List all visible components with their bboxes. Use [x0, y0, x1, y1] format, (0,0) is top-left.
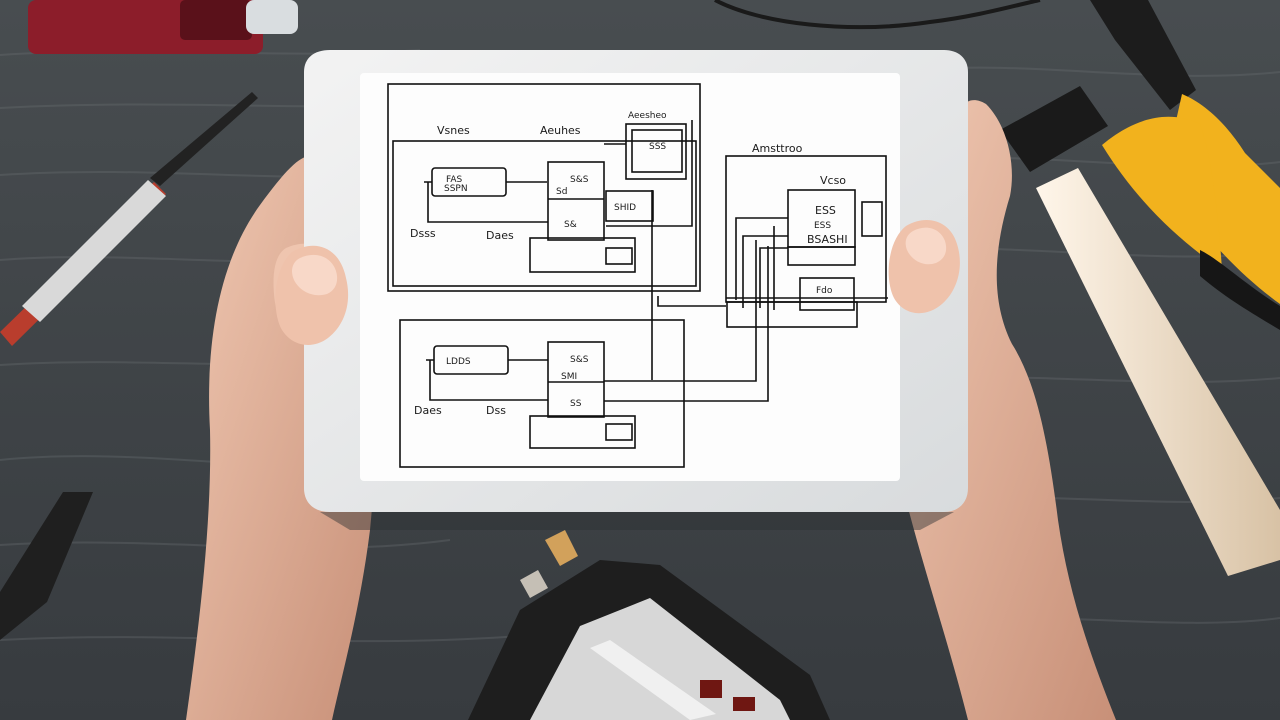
diagram-label-center-top-a: S&S [570, 175, 589, 185]
diagram-label-right-module-a: ESS [815, 204, 836, 217]
diagram-label-left-d1: Dsss [410, 227, 436, 240]
pliers [1090, 0, 1280, 330]
wiring-diagram [387, 83, 888, 468]
tablet-screen [360, 73, 900, 481]
screwdriver [0, 92, 258, 346]
diagram-label-right-module-b: ESS [814, 221, 831, 231]
diagram-label-left-d2: Daes [486, 229, 514, 242]
diagram-label-center-top-b: Sd [556, 187, 567, 197]
tablet-device [304, 50, 968, 512]
diagram-label-center-top-right: SSS [649, 142, 666, 152]
diagram-labels: Vsnes Aeuhes Aeesheo Amsttroo Vcso Dsss … [410, 111, 848, 417]
right-thumb [888, 220, 960, 314]
red-power-tool [28, 0, 298, 54]
diagram-label-top-right-small: Aeesheo [628, 111, 667, 121]
diagram-label-center-mid: S& [564, 220, 577, 230]
diagram-label-top-left-b: Aeuhes [540, 124, 581, 137]
diagram-label-center-mid-right: SHID [614, 203, 636, 213]
diagram-label-right-box-title: Vcso [820, 174, 846, 187]
diagram-label-left-module-bottom: SSPN [444, 184, 468, 194]
diagram-label-bottom-d1: Daes [414, 404, 442, 417]
diagram-label-bottom-center-c: SS [570, 399, 582, 409]
diagram-label-top-left-a: Vsnes [437, 124, 470, 137]
hammer [1000, 86, 1280, 576]
diagram-label-bottom-center-b: SMI [561, 372, 577, 382]
left-thumb [275, 245, 349, 345]
diagram-label-bottom-module: LDDS [446, 357, 471, 367]
cable [714, 0, 1041, 30]
diagram-label-right-title: Amsttroo [752, 142, 803, 155]
tablet-shadow [320, 512, 954, 530]
diagram-label-bottom-d2: Dss [486, 404, 506, 417]
diagram-label-right-module-c: BSASHI [807, 233, 848, 246]
diagram-label-right-lower-box: Fdo [816, 286, 833, 296]
electronic-component [468, 530, 830, 720]
black-handle-tool [0, 492, 93, 640]
diagram-label-bottom-center-a: S&S [570, 355, 589, 365]
diagram-label-left-module-top: FAS [446, 175, 463, 185]
